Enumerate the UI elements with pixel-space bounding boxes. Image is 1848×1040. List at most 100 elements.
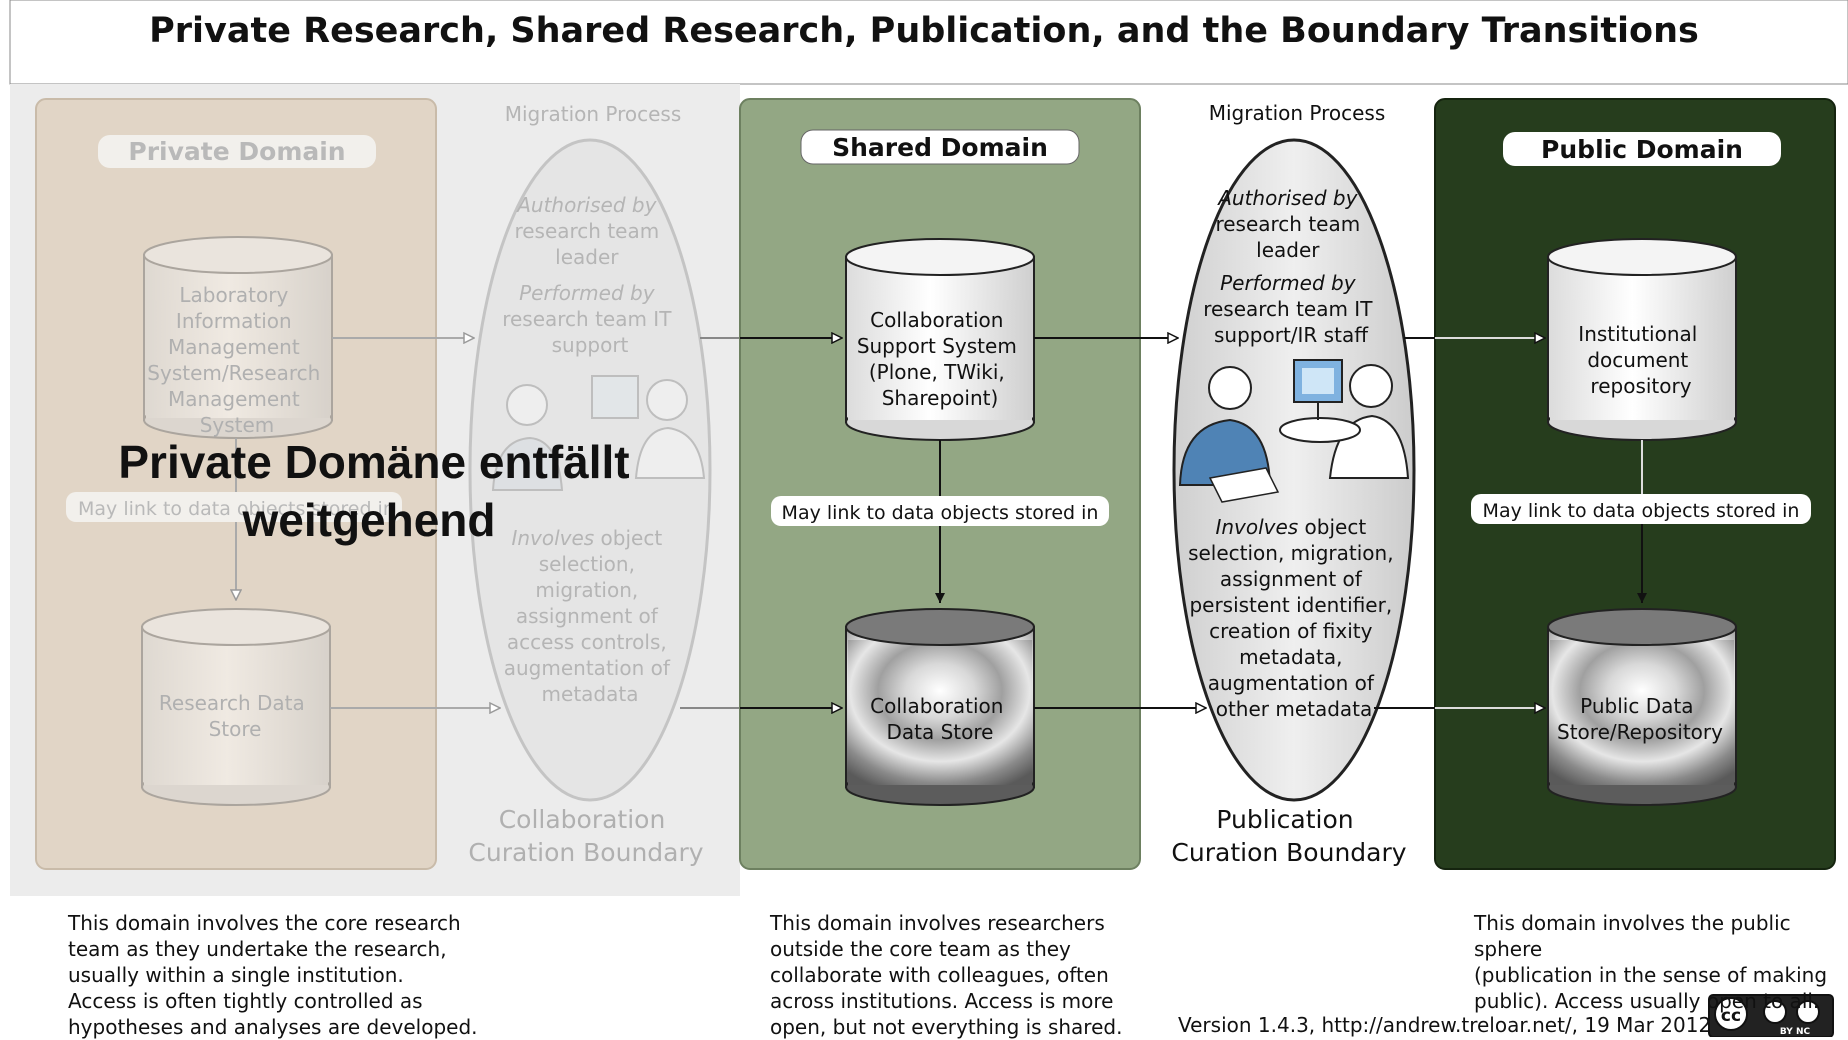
m2-auth: leader: [1256, 238, 1320, 262]
public-description: This domain involves the public sphere (…: [1474, 910, 1848, 1014]
shared-link-text: May link to data objects stored in: [782, 502, 1099, 524]
diagram-title: Private Research, Shared Research, Publi…: [149, 11, 1699, 51]
lims-text: Management: [168, 387, 300, 411]
m1-boundary: Collaboration: [499, 805, 666, 834]
svg-text:Authorised by research t: Authorised by research team leader Perfo…: [502, 193, 678, 357]
m1-involves: augmentation of: [504, 656, 671, 680]
svg-text:Publication Curation Bou: Publication Curation Boundary: [1171, 805, 1406, 867]
version-text: Version 1.4.3, http://andrew.treloar.net…: [1178, 1013, 1711, 1037]
m1-perf: Performed by: [519, 281, 656, 305]
m2-auth: research team: [1215, 212, 1360, 236]
cc-license-badge: cc BY NC: [1708, 994, 1834, 1037]
m1-auth: research team: [514, 219, 659, 243]
research-store-text: Store: [209, 717, 262, 741]
svg-text:Laboratory Information: Laboratory Information Management System…: [147, 283, 326, 437]
migration-2-ellipse: [1172, 138, 1416, 802]
css-text: (Plone, TWiki,: [869, 360, 1005, 384]
desc-line: usually within a single institution.: [68, 963, 404, 987]
repo-text: document: [1587, 348, 1688, 372]
m2-involves: selection, migration,: [1188, 541, 1394, 565]
public-store-text: Public Data: [1580, 694, 1693, 718]
public-domain-label: Public Domain: [1541, 135, 1743, 164]
license-sub: BY NC: [1780, 1027, 1811, 1037]
m1-involves: migration,: [535, 578, 638, 602]
m2-perf: support/IR staff: [1214, 323, 1369, 347]
collab-store-text: Data Store: [887, 720, 994, 744]
private-domain-label-box: [98, 135, 376, 168]
desc-line: open, but not everything is shared.: [770, 1015, 1123, 1039]
title-frame: [9, 0, 1848, 85]
cc-label: cc: [1721, 1006, 1741, 1026]
public-domain: Public Domain Institutional document rep…: [1374, 98, 1836, 870]
shared-domain-label-box: [800, 129, 1080, 165]
research-store-text: Research Data: [159, 691, 305, 715]
private-link-text: May link to data objects stored in: [78, 498, 395, 520]
m2-involves: persistent identifier,: [1189, 593, 1392, 617]
collaboration-data-store-cylinder: [845, 608, 1035, 806]
desc-line: hypotheses and analyses are developed.: [68, 1015, 478, 1039]
m2-involves: metadata,: [1239, 645, 1342, 669]
desc-line: (publication in the sense of making: [1474, 963, 1828, 987]
shared-domain-label: Shared Domain: [832, 133, 1048, 162]
shared-description: This domain involves researchers outside…: [770, 910, 1122, 1040]
migration-process-1: Migration Process Authorised by research…: [330, 102, 740, 867]
desc-line: This domain involves researchers: [770, 911, 1105, 935]
m2-involves: other metadata: [1216, 697, 1373, 721]
desc-line: outside the core team as they: [770, 937, 1071, 961]
private-domain-label: Private Domain: [128, 137, 345, 166]
desc-line: team as they undertake the research,: [68, 937, 447, 961]
svg-text:Collaboration Support Sy: Collaboration Support System (Plone, TWi…: [857, 308, 1023, 410]
lims-text: Laboratory: [179, 283, 288, 307]
svg-text:Institutional document: Institutional document repository: [1578, 322, 1703, 398]
repo-text: repository: [1590, 374, 1691, 398]
cc-icon: [1714, 997, 1748, 1031]
migration-1-header: Migration Process: [505, 102, 682, 126]
overlay-line-1: Private Domäne entfällt: [118, 436, 630, 488]
m2-involves: augmentation of: [1208, 671, 1375, 695]
shared-link-pill: [771, 496, 1109, 526]
overlay-note: Private Domäne entfällt weitgehend: [104, 433, 644, 549]
css-text: Collaboration: [870, 308, 1003, 332]
public-domain-label-box: [1503, 132, 1781, 166]
desc-line: across institutions. Access is more: [770, 989, 1114, 1013]
desc-line: collaborate with colleagues, often: [770, 963, 1109, 987]
css-text: Sharepoint): [882, 386, 999, 410]
svg-text:Involves object selectio: Involves object selection, migration, as…: [504, 526, 677, 706]
svg-text:Public Data Store/Reposi: Public Data Store/Repository: [1557, 694, 1723, 744]
lims-text: Management: [168, 335, 300, 359]
m2-perf: Performed by: [1220, 271, 1357, 295]
m1-auth: Authorised by: [515, 193, 657, 217]
m2-boundary: Curation Boundary: [1171, 838, 1406, 867]
people-icon: [1178, 359, 1410, 503]
m1-auth: leader: [555, 245, 619, 269]
m1-perf: research team IT: [502, 307, 672, 331]
public-store-text: Store/Repository: [1557, 720, 1723, 744]
desc-line: public). Access usually open to all.: [1474, 989, 1820, 1013]
m1-involves: access controls,: [507, 630, 667, 654]
migration-process-2: Migration Process Authorised by research…: [1034, 101, 1416, 867]
m2-perf: research team IT: [1203, 297, 1373, 321]
svg-text:Collaboration Data Store: Collaboration Data Store: [870, 694, 1010, 744]
m2-involves: assignment of: [1220, 567, 1363, 591]
nc-icon: [1796, 1000, 1820, 1024]
migration-1-ellipse: [468, 138, 712, 802]
overlay-line-2: weitgehend: [242, 494, 496, 546]
svg-text:Authorised by research t: Authorised by research team leader Perfo…: [1203, 186, 1379, 347]
institutional-repository-cylinder: [1547, 238, 1737, 441]
desc-line: This domain involves the core research: [68, 911, 461, 935]
private-description: This domain involves the core research t…: [68, 910, 478, 1040]
lims-cylinder: [143, 236, 333, 439]
svg-text:Involves object selectio: Involves object selection, migration, as…: [1188, 515, 1400, 721]
desc-line: Access is often tightly controlled as: [68, 989, 423, 1013]
private-link-pill: [66, 492, 402, 522]
m1-involves: selection,: [539, 552, 635, 576]
m2-involves: object: [1298, 515, 1366, 539]
svg-text:Research Data Store: Research Data Store: [159, 691, 311, 741]
m1-boundary: Curation Boundary: [468, 838, 703, 867]
lims-text: System: [200, 413, 275, 437]
m1-involves: assignment of: [516, 604, 659, 628]
m1-perf: support: [552, 333, 629, 357]
public-link-text: May link to data objects stored in: [1483, 500, 1800, 522]
shared-domain: Shared Domain Collaboration Support Syst…: [739, 98, 1141, 870]
